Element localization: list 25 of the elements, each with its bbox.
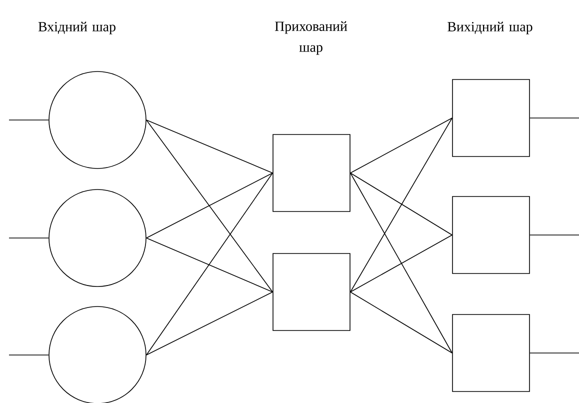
circle-node [48,71,146,169]
connection-line [146,120,273,292]
connection-line [146,172,273,356]
input-line [8,354,49,356]
connection-line [350,234,452,292]
square-node [272,134,350,212]
layer-heading: Вхідний шар [38,22,116,34]
output-line [530,234,579,236]
layer-heading: Прихований шар [274,21,348,55]
connection-line [146,172,273,238]
connection-line [146,292,273,356]
connection-line [350,118,452,292]
circle-node [48,189,146,287]
layer-heading: Вихідний шар [448,22,532,34]
connection-line [350,172,452,354]
connection-line [350,172,452,236]
square-node [452,79,530,157]
connection-line [350,292,452,354]
output-line [530,352,579,354]
square-node [452,314,530,392]
connection-line [146,120,273,174]
connection-line [146,238,273,292]
connection-line [350,118,452,174]
square-node [452,196,530,274]
square-node [272,253,350,331]
